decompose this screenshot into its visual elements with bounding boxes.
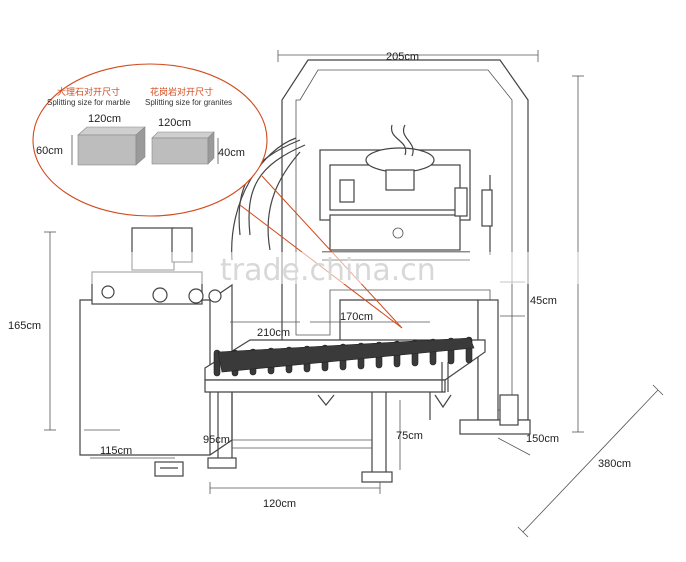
granite-label-cn: 花岗岩对开尺寸 xyxy=(150,86,213,98)
granite-width: 120cm xyxy=(158,117,191,129)
dim-tank-height: 165cm xyxy=(8,320,41,332)
dim-frame-width: 205cm xyxy=(386,51,419,63)
dim-table-length: 210cm xyxy=(257,327,290,339)
dim-overall-depth: 380cm xyxy=(598,458,631,470)
granite-label-en: Splitting size for granites xyxy=(145,98,232,107)
press-frame xyxy=(281,59,531,435)
dim-tank-width: 115cm xyxy=(100,445,132,457)
dim-head-height: 45cm xyxy=(530,295,557,307)
dim-table-height: 75cm xyxy=(396,430,423,442)
granite-height: 40cm xyxy=(218,147,245,159)
dim-table-width: 120cm xyxy=(263,498,296,510)
dimension-labels: 205cm 165cm 45cm 210cm 170cm 115cm 95cm … xyxy=(8,51,631,510)
marble-height: 60cm xyxy=(36,145,63,157)
rollers xyxy=(213,336,475,377)
marble-label-cn: 大理石对开尺寸 xyxy=(57,86,120,98)
foot-pedal xyxy=(154,461,184,477)
watermark: trade.china.cn xyxy=(80,252,610,288)
marble-block xyxy=(71,126,146,166)
dim-pedal-offset: 95cm xyxy=(203,434,230,446)
marble-label-en: Splitting size for marble xyxy=(47,98,131,107)
watermark-text: trade.china.cn xyxy=(220,253,436,288)
roller-table xyxy=(204,336,486,483)
granite-block xyxy=(151,131,219,165)
dim-feed-length: 170cm xyxy=(340,311,373,323)
marble-width: 120cm xyxy=(88,113,121,125)
dim-base-depth: 150cm xyxy=(526,433,559,445)
